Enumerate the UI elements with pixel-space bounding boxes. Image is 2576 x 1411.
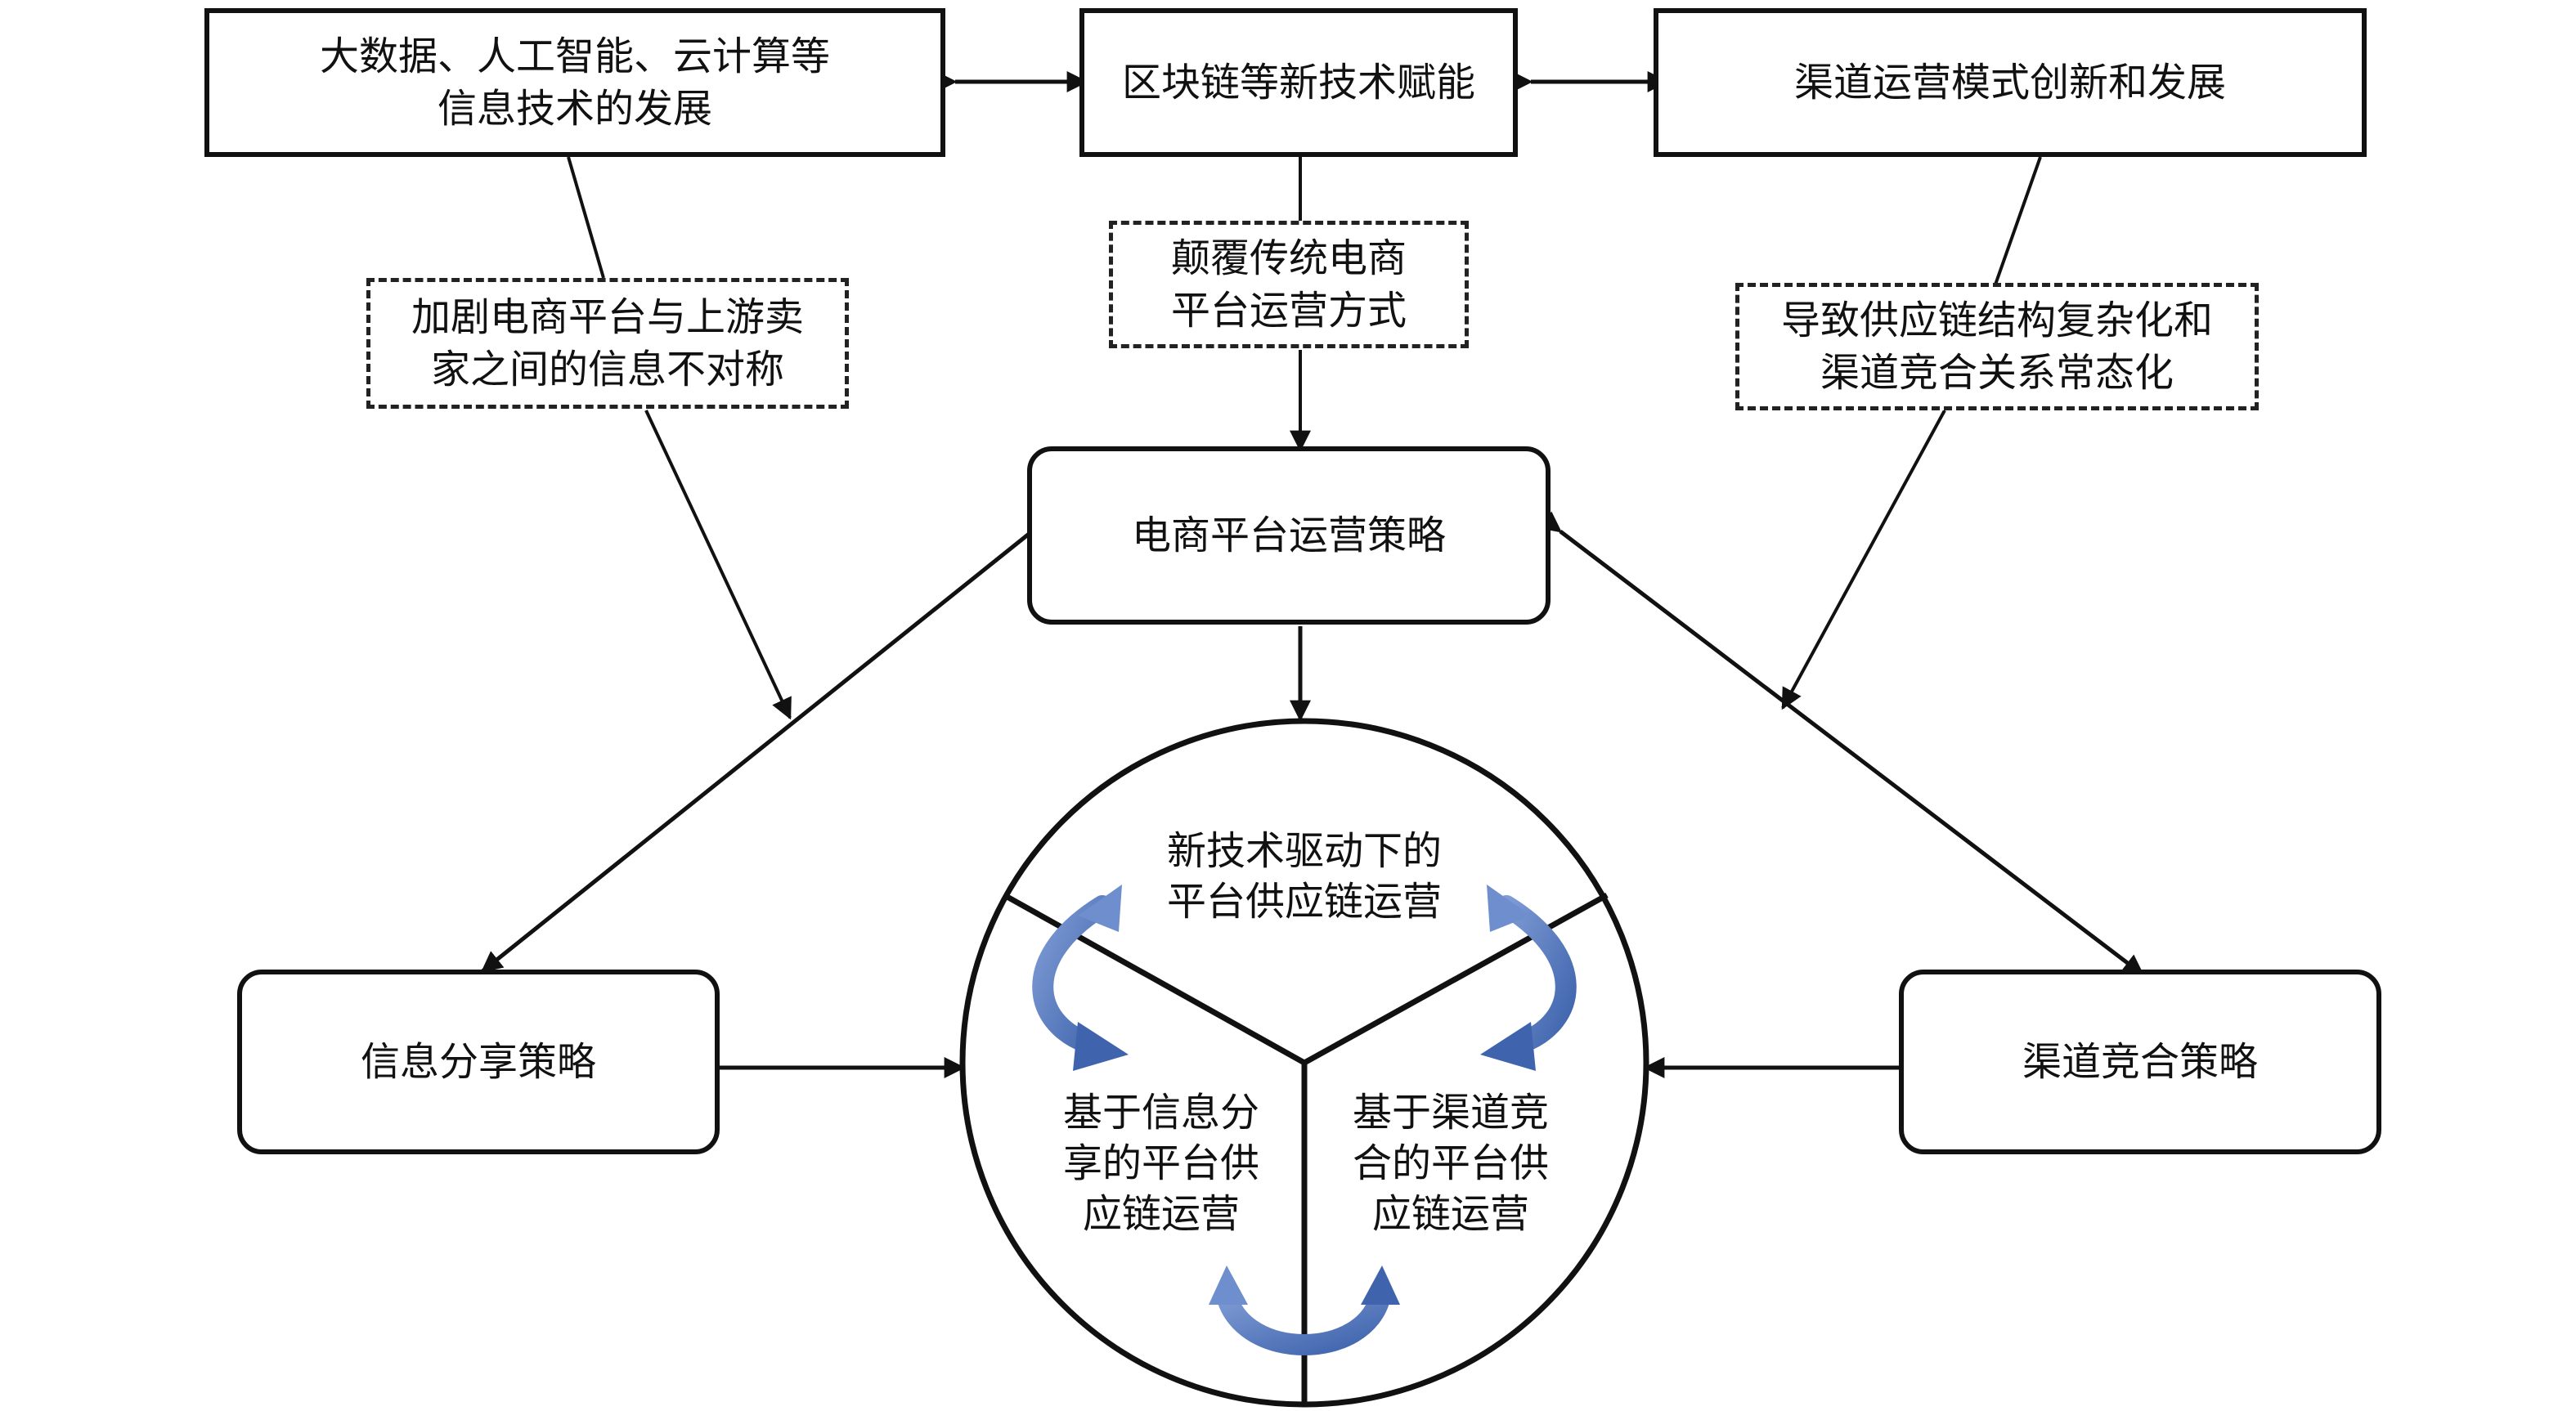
line-tech-to-asymmetry — [567, 156, 605, 279]
box-info-asymmetry-line2: 家之间的信息不对称 — [430, 347, 784, 392]
circle-top-line2: 平台供应链运营 — [1166, 879, 1442, 925]
circle-right-line1: 基于渠道竞 — [1352, 1090, 1549, 1136]
box-tech-development: 大数据、人工智能、云计算等 信息技术的发展 — [204, 8, 945, 157]
circle-top-text: 新技术驱动下的 平台供应链运营 — [1120, 826, 1488, 927]
box-info-sharing-strategy-label: 信息分享策略 — [360, 1039, 596, 1085]
circle-top-line1: 新技术驱动下的 — [1166, 828, 1442, 874]
line-channel-to-complexity — [1994, 156, 2042, 285]
box-complexity-line1: 导致供应链结构复杂化和 — [1780, 298, 2213, 343]
box-info-asymmetry-line1: 加剧电商平台与上游卖 — [411, 294, 804, 340]
box-disrupt-line1: 颠覆传统电商 — [1170, 235, 1407, 281]
cycle-arrow-top-left-icon — [1032, 885, 1129, 1071]
arrow-complexity-down — [1781, 410, 1946, 710]
circle-left-line1: 基于信息分 — [1062, 1090, 1259, 1136]
circle-divider-right — [1303, 892, 1609, 1066]
circle-left-line3: 应链运营 — [1082, 1191, 1240, 1237]
box-disrupt-line2: 平台运营方式 — [1170, 288, 1407, 334]
box-blockchain-label: 区块链等新技术赋能 — [1121, 60, 1475, 105]
arrow-asymmetry-down — [644, 410, 792, 720]
box-tech-development-line2: 信息技术的发展 — [437, 86, 712, 132]
box-platform-strategy: 电商平台运营策略 — [1027, 446, 1551, 625]
circle-left-text: 基于信息分 享的平台供 应链运营 — [1039, 1087, 1284, 1239]
cycle-arrow-top-right-icon — [1480, 885, 1577, 1071]
box-blockchain: 区块链等新技术赋能 — [1079, 8, 1518, 157]
cycle-arrow-bottom-icon — [1209, 1265, 1400, 1355]
arrow-platform-info-sharing — [480, 511, 1054, 973]
box-coopetition-strategy: 渠道竞合策略 — [1899, 970, 2381, 1154]
box-coopetition-strategy-label: 渠道竞合策略 — [2022, 1039, 2258, 1085]
box-complexity-line2: 渠道竞合关系常态化 — [1820, 350, 2174, 396]
box-channel-innovation-label: 渠道运营模式创新和发展 — [1793, 60, 2226, 105]
box-tech-development-line1: 大数据、人工智能、云计算等 — [319, 34, 830, 79]
box-info-sharing-strategy: 信息分享策略 — [237, 970, 720, 1154]
circle-right-line2: 合的平台供 — [1352, 1140, 1549, 1186]
circle-divider-left — [1003, 892, 1306, 1066]
circle-right-line3: 应链运营 — [1371, 1191, 1529, 1237]
box-info-asymmetry: 加剧电商平台与上游卖 家之间的信息不对称 — [366, 278, 849, 409]
box-platform-strategy-label: 电商平台运营策略 — [1131, 513, 1446, 558]
circle-right-text: 基于渠道竞 合的平台供 应链运营 — [1328, 1087, 1573, 1239]
box-complexity: 导致供应链结构复杂化和 渠道竞合关系常态化 — [1735, 283, 2259, 410]
box-channel-innovation: 渠道运营模式创新和发展 — [1654, 8, 2367, 157]
arrow-platform-coopetition — [1538, 511, 2145, 976]
circle-left-line2: 享的平台供 — [1062, 1140, 1259, 1186]
box-disrupt: 颠覆传统电商 平台运营方式 — [1109, 221, 1469, 348]
